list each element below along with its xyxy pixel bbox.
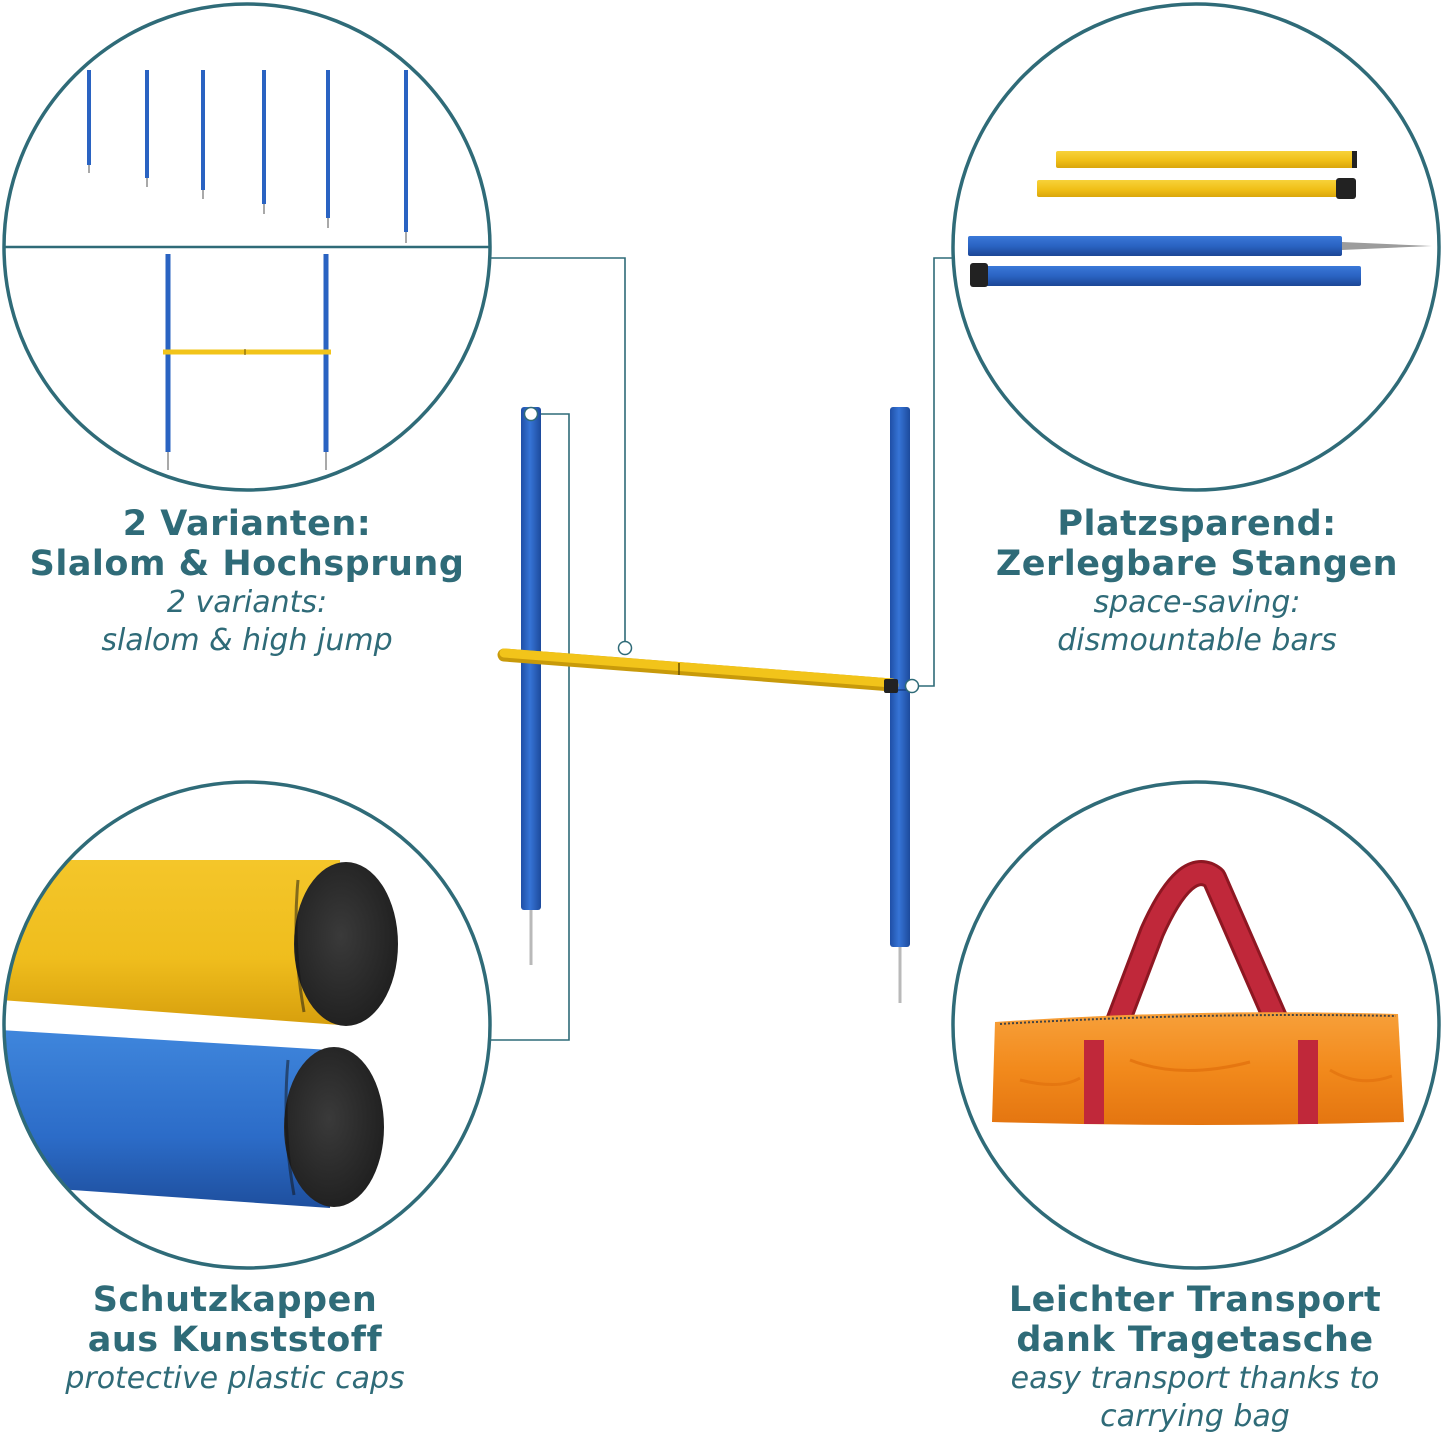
yellow-tube-cap	[294, 862, 398, 1026]
bars-image	[968, 151, 1432, 287]
feature-subtitle-line2: dismountable bars	[1057, 623, 1337, 658]
feature-dismountable: Platzsparend: Zerlegbare Stangen space-s…	[950, 504, 1444, 660]
feature-subtitle-line1: space-saving:	[1093, 585, 1301, 620]
bag-strap	[1082, 863, 1320, 1102]
mini-high-jump	[163, 254, 331, 470]
feature-subtitle-line1: easy transport thanks to	[1010, 1361, 1380, 1396]
variants-circle	[2, 2, 492, 492]
feature-caps: Schutzkappen aus Kunststoff protective p…	[0, 1280, 470, 1398]
caps-image	[4, 860, 398, 1208]
bars-circle	[951, 2, 1441, 492]
feature-title-line1: Platzsparend:	[1057, 504, 1337, 544]
blue-tube-cap	[284, 1047, 384, 1207]
variants-image	[4, 70, 490, 470]
blue-tube	[4, 1030, 330, 1208]
feature-transport: Leichter Transport dank Tragetasche easy…	[945, 1280, 1445, 1436]
feature-title-line2: Zerlegbare Stangen	[995, 544, 1399, 584]
bag-circle	[951, 780, 1441, 1270]
feature-title-line2: dank Tragetasche	[1016, 1320, 1374, 1360]
yellow-tube	[4, 860, 340, 1025]
caps-circle	[2, 780, 492, 1270]
connector-bars	[912, 257, 955, 687]
feature-variants: 2 Varianten: Slalom & Hochsprung 2 varia…	[0, 504, 494, 660]
feature-subtitle-line1: 2 variants:	[166, 585, 328, 620]
connector-lines	[490, 257, 955, 1041]
bag-image	[992, 860, 1404, 1125]
bar-holder	[884, 679, 898, 693]
anchor-dot-bar	[617, 640, 633, 656]
feature-title-line1: Leichter Transport	[1008, 1280, 1382, 1320]
anchor-dot-top	[523, 406, 539, 422]
feature-subtitle-line2: slalom & high jump	[101, 623, 393, 658]
bag-body	[992, 1012, 1404, 1125]
center-hurdle	[497, 406, 920, 1003]
blue-bar-1	[968, 236, 1342, 256]
feature-title-line1: 2 Varianten:	[122, 504, 372, 544]
blue-bar-2	[985, 266, 1361, 286]
feature-title-line2: Slalom & Hochsprung	[29, 544, 465, 584]
cross-bar	[499, 648, 897, 688]
bag-zipper	[999, 1014, 1397, 1025]
yellow-bar-2	[1037, 180, 1339, 197]
slalom-poles	[87, 70, 408, 243]
feature-subtitle-line1: protective plastic caps	[65, 1361, 405, 1396]
feature-title-line1: Schutzkappen	[92, 1280, 378, 1320]
right-pole	[890, 407, 910, 947]
feature-title-line2: aus Kunststoff	[87, 1320, 383, 1360]
feature-subtitle-line2: carrying bag	[1100, 1399, 1290, 1434]
yellow-bar-1	[1056, 151, 1356, 168]
connector-variants	[490, 257, 626, 648]
connector-caps	[490, 413, 570, 1041]
anchor-dot-holder	[904, 678, 920, 694]
